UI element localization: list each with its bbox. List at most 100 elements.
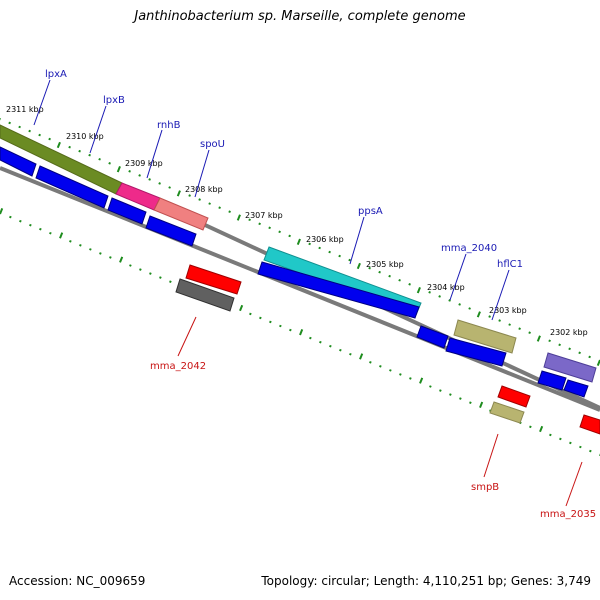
ruler-minor-tick xyxy=(348,258,351,262)
kbp-label-2311: 2311 kbp xyxy=(6,105,44,114)
ruler-minor-tick xyxy=(108,161,111,165)
ruler-minor-tick xyxy=(518,327,521,330)
ruler-minor-tick xyxy=(29,223,32,227)
ruler-minor-tick xyxy=(278,230,281,234)
ruler-minor-tick xyxy=(369,361,372,364)
cds-reverse-arrow[interactable] xyxy=(497,385,531,408)
ruler-minor-tick xyxy=(349,352,352,356)
ruler-minor-tick xyxy=(259,316,262,320)
ruler-minor-tick xyxy=(329,344,332,348)
ruler-minor-tick xyxy=(49,231,52,235)
ruler-minor-tick xyxy=(318,246,321,250)
ruler-minor-tick xyxy=(68,145,71,149)
ruler-minor-tick xyxy=(438,295,441,298)
kbp-label-2302: 2302 kbp xyxy=(550,328,588,337)
ruler-minor-tick xyxy=(548,339,551,343)
ruler-major-tick xyxy=(536,335,541,342)
cds-forward-arrow[interactable] xyxy=(35,165,109,209)
gene-label-mma_2042[interactable]: mma_2042 xyxy=(150,361,206,372)
accession-text: Accession: NC_009659 xyxy=(9,574,146,588)
ruler-minor-tick xyxy=(428,291,431,294)
ruler-major-tick xyxy=(479,401,484,408)
ruler-minor-tick xyxy=(268,226,271,230)
cds-forward-arrow[interactable] xyxy=(0,146,37,177)
ruler-minor-tick xyxy=(388,274,391,278)
ruler-minor-tick xyxy=(269,320,272,324)
ruler-minor-tick xyxy=(469,401,472,404)
ruler-minor-tick xyxy=(409,377,412,380)
cds-forward-arrow[interactable] xyxy=(416,325,449,349)
kbp-label-2309: 2309 kbp xyxy=(125,159,163,168)
gene-label-spoU[interactable]: spoU xyxy=(200,139,225,150)
cds-forward-arrow[interactable] xyxy=(563,379,589,398)
ruler-minor-tick xyxy=(289,328,292,332)
ruler-minor-tick xyxy=(138,174,141,177)
ruler-minor-tick xyxy=(578,351,581,355)
gene-label-lpxA[interactable]: lpxA xyxy=(45,69,67,80)
gene-label-lpxB[interactable]: lpxB xyxy=(103,95,125,106)
ruler-major-tick xyxy=(539,425,544,433)
ruler-minor-tick xyxy=(38,133,41,137)
ruler-major-tick xyxy=(59,232,64,239)
ruler-minor-tick xyxy=(169,280,172,283)
gene-label-hflC1[interactable]: hflC1 xyxy=(497,259,523,270)
ruler-minor-tick xyxy=(99,252,102,255)
ruler-minor-tick xyxy=(339,348,342,352)
ruler-minor-tick xyxy=(39,227,42,231)
kbp-label-2306: 2306 kbp xyxy=(306,235,344,244)
ruler-minor-tick xyxy=(69,240,72,243)
ruler-minor-tick xyxy=(8,121,11,125)
gene-label-ppsA[interactable]: ppsA xyxy=(358,206,383,217)
kbp-label-2308: 2308 kbp xyxy=(185,185,223,194)
ruler-minor-tick xyxy=(18,125,21,129)
gene-label-mma_2040[interactable]: mma_2040 xyxy=(441,243,497,254)
cds-forward-arrow[interactable] xyxy=(537,370,567,391)
cds-reverse-arrow[interactable] xyxy=(579,414,600,435)
gene-label-rnhB[interactable]: rnhB xyxy=(157,120,181,131)
ruler-minor-tick xyxy=(569,441,572,445)
cds-forward-arrow[interactable] xyxy=(257,261,420,319)
ruler-minor-tick xyxy=(378,270,381,274)
cds-forward-arrow[interactable] xyxy=(445,337,507,367)
genome-summary-text: Topology: circular; Length: 4,110,251 bp… xyxy=(261,574,591,588)
gene-label-smpB[interactable]: smpB xyxy=(471,482,499,493)
gene-smpB-feature[interactable] xyxy=(489,401,525,424)
gene-label-mma_2035[interactable]: mma_2035 xyxy=(540,509,596,520)
ruler-minor-tick xyxy=(459,397,462,400)
ruler-minor-tick xyxy=(549,433,552,437)
ruler-minor-tick xyxy=(288,234,291,238)
cds-forward-arrow[interactable] xyxy=(107,197,147,225)
gene-mma_2042-feature[interactable] xyxy=(175,278,235,312)
cds-reverse-arrow[interactable] xyxy=(185,264,242,295)
ruler-minor-tick xyxy=(458,303,461,306)
ruler-minor-tick xyxy=(309,336,312,340)
ruler-minor-tick xyxy=(78,149,81,153)
ruler-major-tick xyxy=(299,329,304,336)
ruler-minor-tick xyxy=(559,437,562,441)
ruler-minor-tick xyxy=(579,445,582,449)
ruler-minor-tick xyxy=(558,343,561,347)
leader-lines-top xyxy=(33,79,510,321)
ruler-minor-tick xyxy=(588,355,591,359)
ruler-minor-tick xyxy=(279,324,282,328)
ruler-minor-tick xyxy=(109,256,112,259)
ruler-minor-tick xyxy=(198,198,201,201)
ruler-minor-tick xyxy=(389,369,392,372)
ruler-minor-tick xyxy=(28,129,31,133)
ruler-minor-tick xyxy=(9,215,12,219)
ruler-minor-tick xyxy=(139,268,142,271)
gene-2302-feature[interactable] xyxy=(543,352,597,383)
ruler-minor-tick xyxy=(188,194,191,197)
gene-hflC1-feature[interactable] xyxy=(453,319,517,354)
ruler-minor-tick xyxy=(528,331,531,334)
ruler-minor-tick xyxy=(488,315,491,318)
ruler-major-tick xyxy=(356,262,361,270)
ruler-minor-tick xyxy=(398,278,401,282)
ruler-major-tick xyxy=(119,256,124,263)
ruler-minor-tick xyxy=(568,347,571,351)
ruler-minor-tick xyxy=(498,319,501,322)
ruler-minor-tick xyxy=(379,365,382,368)
gene-spoU-feature[interactable] xyxy=(153,197,209,231)
cds-forward-arrow[interactable] xyxy=(145,215,197,247)
